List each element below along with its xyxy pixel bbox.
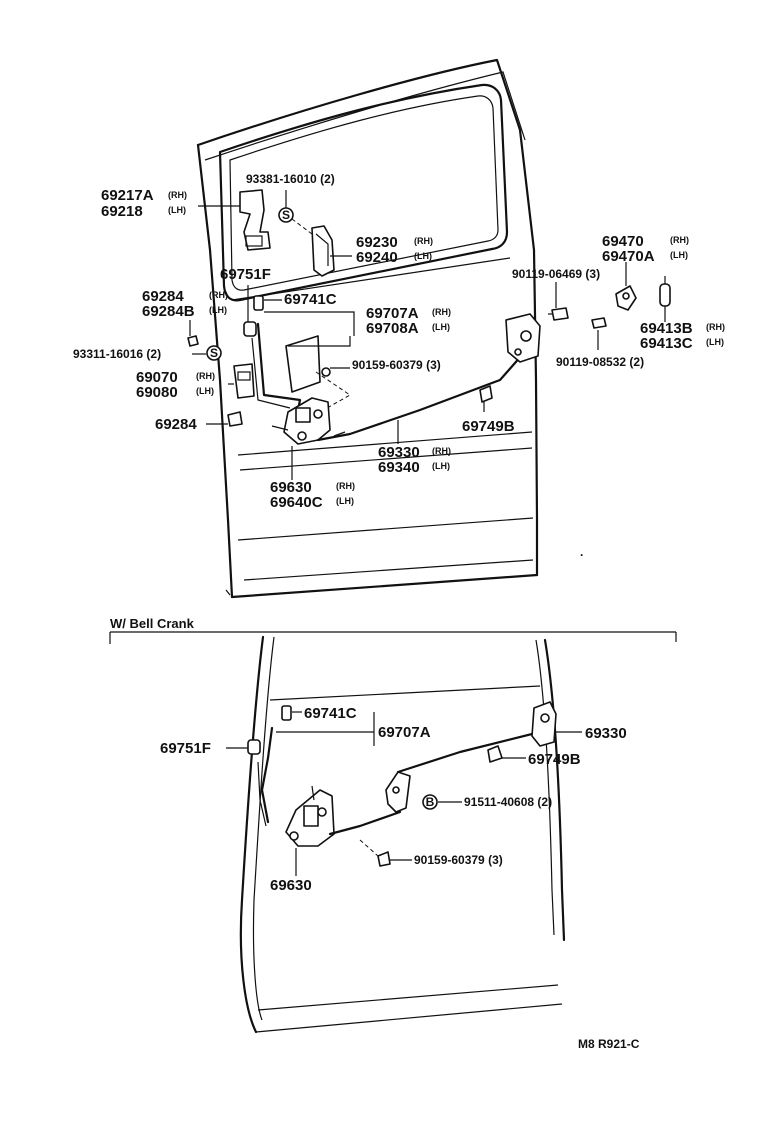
part-69749B-shape bbox=[479, 385, 493, 403]
suffix-lh: (LH) bbox=[196, 386, 214, 396]
suffix-lh: (LH) bbox=[670, 250, 688, 260]
label-69470: 69470 bbox=[602, 233, 644, 250]
label-69230: 69230 bbox=[356, 234, 398, 251]
part-69413B-shape bbox=[659, 283, 671, 307]
lower-door-outline bbox=[239, 635, 566, 1034]
label-69741C: 69741C bbox=[284, 291, 337, 308]
upper-door-outline bbox=[196, 58, 539, 599]
label-69413C: 69413C bbox=[640, 335, 693, 352]
section-bell-crank-header: W/ Bell Crank bbox=[109, 616, 677, 644]
suffix-rh: (RH) bbox=[432, 446, 451, 456]
screw-b-label: B bbox=[426, 795, 435, 809]
section-title: W/ Bell Crank bbox=[110, 616, 195, 631]
bolt-90119-08532 bbox=[591, 317, 607, 329]
lower-label-69741C: 69741C bbox=[304, 705, 357, 722]
suffix-lh: (LH) bbox=[414, 251, 432, 261]
lower-label-69707A: 69707A bbox=[378, 724, 431, 741]
label-69640C: 69640C bbox=[270, 494, 323, 511]
bolt-90119-06469 bbox=[551, 307, 569, 321]
suffix-lh: (LH) bbox=[168, 205, 186, 215]
label-90119-06469: 90119-06469 (3) bbox=[512, 267, 600, 281]
label-90159-60379: 90159-60379 (3) bbox=[352, 358, 441, 372]
label-69330: 69330 bbox=[378, 444, 420, 461]
lower-parts: B bbox=[247, 701, 557, 867]
upper-parts: S S bbox=[187, 189, 671, 559]
label-69284B: 69284B bbox=[142, 303, 195, 320]
screw-90159-upper bbox=[321, 367, 331, 377]
part-69751F-shape bbox=[243, 321, 257, 337]
suffix-lh: (LH) bbox=[336, 496, 354, 506]
label-93381-16010: 93381-16010 (2) bbox=[246, 172, 335, 186]
suffix-lh: (LH) bbox=[706, 337, 724, 347]
lower-leader-lines bbox=[226, 711, 582, 876]
label-90119-08532: 90119-08532 (2) bbox=[556, 355, 644, 369]
suffix-rh: (RH) bbox=[414, 236, 433, 246]
label-69070: 69070 bbox=[136, 369, 178, 386]
suffix-rh: (RH) bbox=[336, 481, 355, 491]
screw-s-label: S bbox=[282, 208, 290, 222]
suffix-rh: (RH) bbox=[168, 190, 187, 200]
label-69749B: 69749B bbox=[462, 418, 515, 435]
label-69470A: 69470A bbox=[602, 248, 655, 265]
screw-s-left bbox=[206, 345, 222, 361]
label-69284: 69284 bbox=[142, 288, 184, 305]
part-69230-shape bbox=[311, 225, 335, 277]
lower-part-69749B-shape bbox=[487, 745, 503, 763]
lower-part-69330-shape bbox=[531, 701, 557, 747]
diagram-code: M8 R921-C bbox=[578, 1037, 640, 1051]
label-69708A: 69708A bbox=[366, 320, 419, 337]
stray-mark: . bbox=[580, 545, 583, 559]
suffix-rh: (RH) bbox=[196, 371, 215, 381]
label-69340: 69340 bbox=[378, 459, 420, 476]
part-69707A-shape bbox=[285, 335, 321, 393]
label-69707A: 69707A bbox=[366, 305, 419, 322]
part-69284B-shape bbox=[187, 335, 199, 347]
lower-label-90159-60379: 90159-60379 (3) bbox=[414, 853, 503, 867]
label-69217A: 69217A bbox=[101, 187, 154, 204]
part-69070-shape bbox=[233, 363, 255, 399]
lower-label-69330: 69330 bbox=[585, 725, 627, 742]
screw-s-left-label: S bbox=[210, 346, 218, 360]
suffix-rh: (RH) bbox=[670, 235, 689, 245]
label-69218: 69218 bbox=[101, 203, 143, 220]
label-69284-lower: 69284 bbox=[155, 416, 197, 433]
label-93311-16016: 93311-16016 (2) bbox=[73, 347, 161, 361]
suffix-rh: (RH) bbox=[209, 290, 228, 300]
lower-label-91511-40608: 91511-40608 (2) bbox=[464, 795, 552, 809]
upper-labels: 69217A (RH) 69218 (LH) 93381-16010 (2) 6… bbox=[73, 172, 725, 511]
label-69080: 69080 bbox=[136, 384, 178, 401]
suffix-lh: (LH) bbox=[209, 305, 227, 315]
upper-leader-lines bbox=[189, 190, 666, 480]
part-69741C-shape bbox=[253, 295, 264, 311]
label-69630: 69630 bbox=[270, 479, 312, 496]
part-69217A-shape bbox=[239, 189, 271, 251]
lower-part-69741C-shape bbox=[281, 705, 292, 721]
lower-label-69749B: 69749B bbox=[528, 751, 581, 768]
part-69284-shape bbox=[227, 411, 243, 427]
suffix-lh: (LH) bbox=[432, 322, 450, 332]
lower-part-69751F-shape bbox=[247, 739, 261, 755]
suffix-rh: (RH) bbox=[432, 307, 451, 317]
door-window-frame bbox=[218, 83, 511, 302]
lower-labels: 69741C 69707A 69751F 69330 69749B 91511-… bbox=[160, 705, 627, 894]
lower-label-69751F: 69751F bbox=[160, 740, 211, 757]
screw-b-lower bbox=[422, 794, 438, 810]
lower-bolt-90159 bbox=[377, 851, 391, 867]
label-69751F: 69751F bbox=[220, 266, 271, 283]
label-69413B: 69413B bbox=[640, 320, 693, 337]
label-69240: 69240 bbox=[356, 249, 398, 266]
suffix-lh: (LH) bbox=[432, 461, 450, 471]
lower-label-69630: 69630 bbox=[270, 877, 312, 894]
part-69217A-inner bbox=[245, 235, 263, 247]
suffix-rh: (RH) bbox=[706, 322, 725, 332]
